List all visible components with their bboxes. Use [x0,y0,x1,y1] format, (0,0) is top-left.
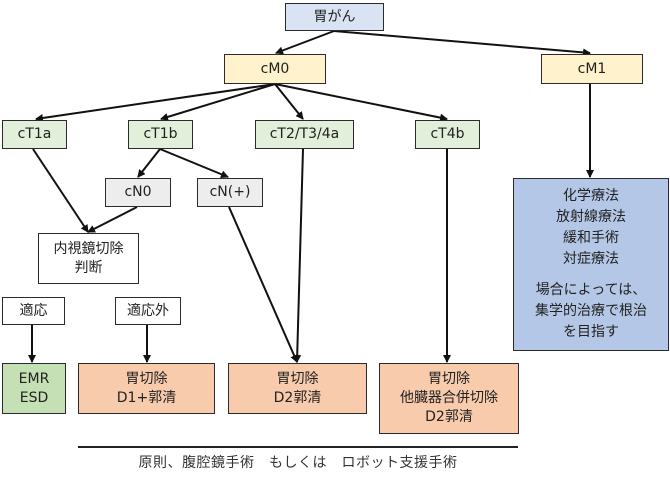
node-ct4b: cT4b [415,120,480,149]
node-label: 適応外 [127,302,169,319]
node-label-line: 胃切除 [276,370,319,387]
footer-divider [78,446,518,448]
node-label-line: EMR [18,370,50,387]
edge-cn0-judgment [87,206,138,233]
node-label-line: 内視鏡切除 [53,240,124,257]
node-label-line: 場合によっては、 [535,282,647,298]
node-label: cN0 [124,184,152,200]
node-gastrectomy-combined: 胃切除 他臓器合併切除 D2郭清 [379,363,519,434]
node-label: 適応 [19,302,48,319]
node-label-line: D2郭清 [273,389,322,406]
edge-cm0-ct1a [35,83,276,122]
footer-note: 原則、腹腔鏡手術 もしくは ロボット支援手術 [138,455,458,471]
node-not-indicated: 適応外 [115,297,181,325]
node-label-line: 集学的治療で根治 [535,303,647,319]
edge-ct1b-cn0 [137,148,161,178]
node-cn-positive: cN(+) [197,178,263,207]
edge-cm0-ct1b [160,83,276,121]
node-label-line: 胃切除 [125,370,168,387]
node-label: cN(+) [209,184,251,200]
edge-ct2-d2 [293,148,304,363]
node-emr-esd: EMR ESD [2,363,66,414]
edge-cm0-ct4b [274,83,448,122]
edge-ct1b-cnplus [159,148,229,179]
node-label-line: 化学療法 [563,188,619,204]
node-label-line: 放射線療法 [556,209,626,225]
node-cm1: cM1 [541,54,643,84]
node-ct1a: cT1a [2,120,67,149]
node-cm0: cM0 [224,54,326,84]
edge-ct1a-judgment [32,148,89,233]
node-label: cT1b [143,126,178,142]
node-indicated: 適応 [2,297,65,325]
edge-root-cm0 [275,30,335,55]
edge-cm0-ct2 [274,83,304,120]
node-label-line: 緩和手術 [563,230,619,246]
node-gastrectomy-d1: 胃切除 D1+郭清 [78,363,215,414]
node-gastric-cancer: 胃がん [285,3,384,31]
node-label: cT2/T3/4a [269,126,340,142]
node-label-line: 判断 [74,259,103,276]
edge-root-cm1 [333,30,591,57]
node-label: cM1 [577,60,607,77]
node-label: cT1a [17,126,52,142]
node-label: cT4b [430,126,465,142]
node-ct1b: cT1b [128,120,193,149]
node-label-line: 他臓器合併切除 [400,390,498,406]
node-cn0: cN0 [105,178,171,207]
node-label-line: ESD [19,389,49,406]
node-label-line: 対症療法 [563,251,619,267]
node-metastatic-treatment: 化学療法 放射線療法 緩和手術 対症療法 場合によっては、 集学的治療で根治 を… [513,178,669,351]
edge-cnplus-d2 [228,206,298,363]
node-ct2-t3-4a: cT2/T3/4a [255,120,354,149]
node-label-line: 胃切除 [428,371,470,387]
node-endoscopic-judgment: 内視鏡切除 判断 [38,233,139,284]
node-label: cM0 [260,60,290,77]
node-label-line: を目指す [563,324,619,340]
node-gastrectomy-d2: 胃切除 D2郭清 [228,363,367,414]
node-label-line: D1+郭清 [116,389,177,406]
node-label: 胃がん [313,8,356,25]
node-label-line: D2郭清 [425,409,473,425]
